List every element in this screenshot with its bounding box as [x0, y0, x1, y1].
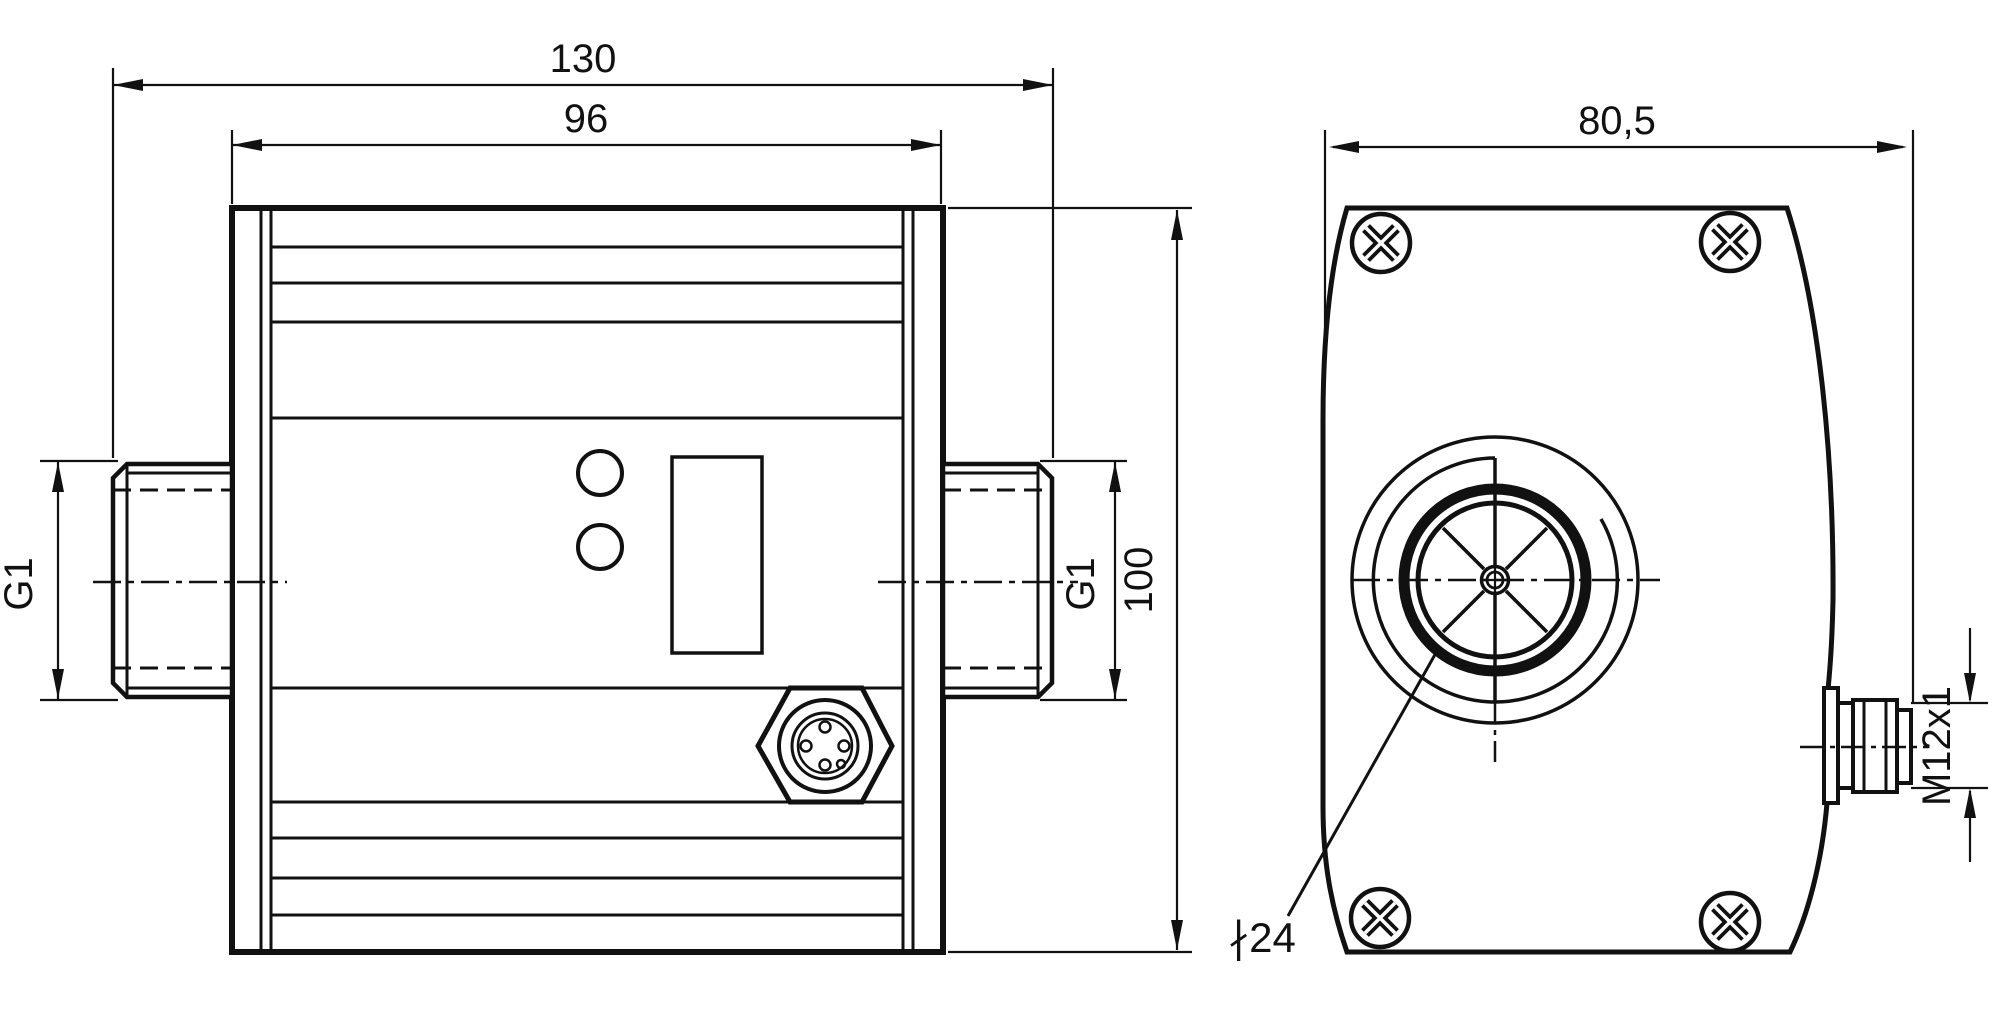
g1-left-label: G1 — [0, 557, 41, 610]
thread-stub-left — [110, 461, 235, 700]
side-view: ∤24 80,5 M12x1 — [1228, 99, 1988, 961]
screw-top-right — [1698, 210, 1762, 274]
led-indicator-top — [576, 449, 624, 497]
dim-thread-right: G1 — [1040, 459, 1127, 702]
connector-pins — [799, 720, 851, 772]
front-view: 130 96 100 G1 — [0, 37, 1192, 955]
screw-top-left — [1349, 211, 1413, 275]
thread-root-dashed-left — [113, 488, 232, 670]
screw-bottom-left — [1348, 886, 1412, 950]
front-housing-body — [229, 205, 946, 955]
dim-thread-left: G1 — [0, 459, 118, 702]
side-housing-outline — [1320, 205, 1836, 955]
dim-body-depth: 80,5 — [1323, 99, 1915, 704]
dim-80-5-label: 80,5 — [1578, 99, 1656, 143]
corner-screws — [1348, 210, 1762, 954]
dim-96-label: 96 — [564, 97, 609, 141]
pipe-bore — [1350, 435, 1660, 762]
dim-overall-length: 130 — [111, 37, 1055, 458]
screw-bottom-right — [1698, 890, 1762, 954]
m12-connector-side — [1800, 686, 1928, 805]
g1-right-label: G1 — [1059, 557, 1103, 610]
m12-connector-front — [755, 685, 895, 805]
m12x1-label: M12x1 — [1915, 686, 1959, 806]
dim-connector-thread: M12x1 — [1911, 628, 1988, 862]
housing-profile-lines — [259, 211, 915, 949]
dim-130-label: 130 — [550, 37, 617, 81]
thread-root-dashed-right — [943, 488, 1052, 670]
display-window — [670, 455, 764, 655]
thread-stub-right — [940, 461, 1055, 700]
dim-body-width: 96 — [230, 97, 943, 204]
dim-100-label: 100 — [1117, 547, 1161, 614]
led-indicator-bottom — [576, 523, 624, 571]
bore-diameter-label: ∤24 — [1228, 914, 1296, 961]
bore-diameter-callout: ∤24 — [1228, 650, 1439, 961]
dim-body-height: 100 — [948, 206, 1192, 954]
